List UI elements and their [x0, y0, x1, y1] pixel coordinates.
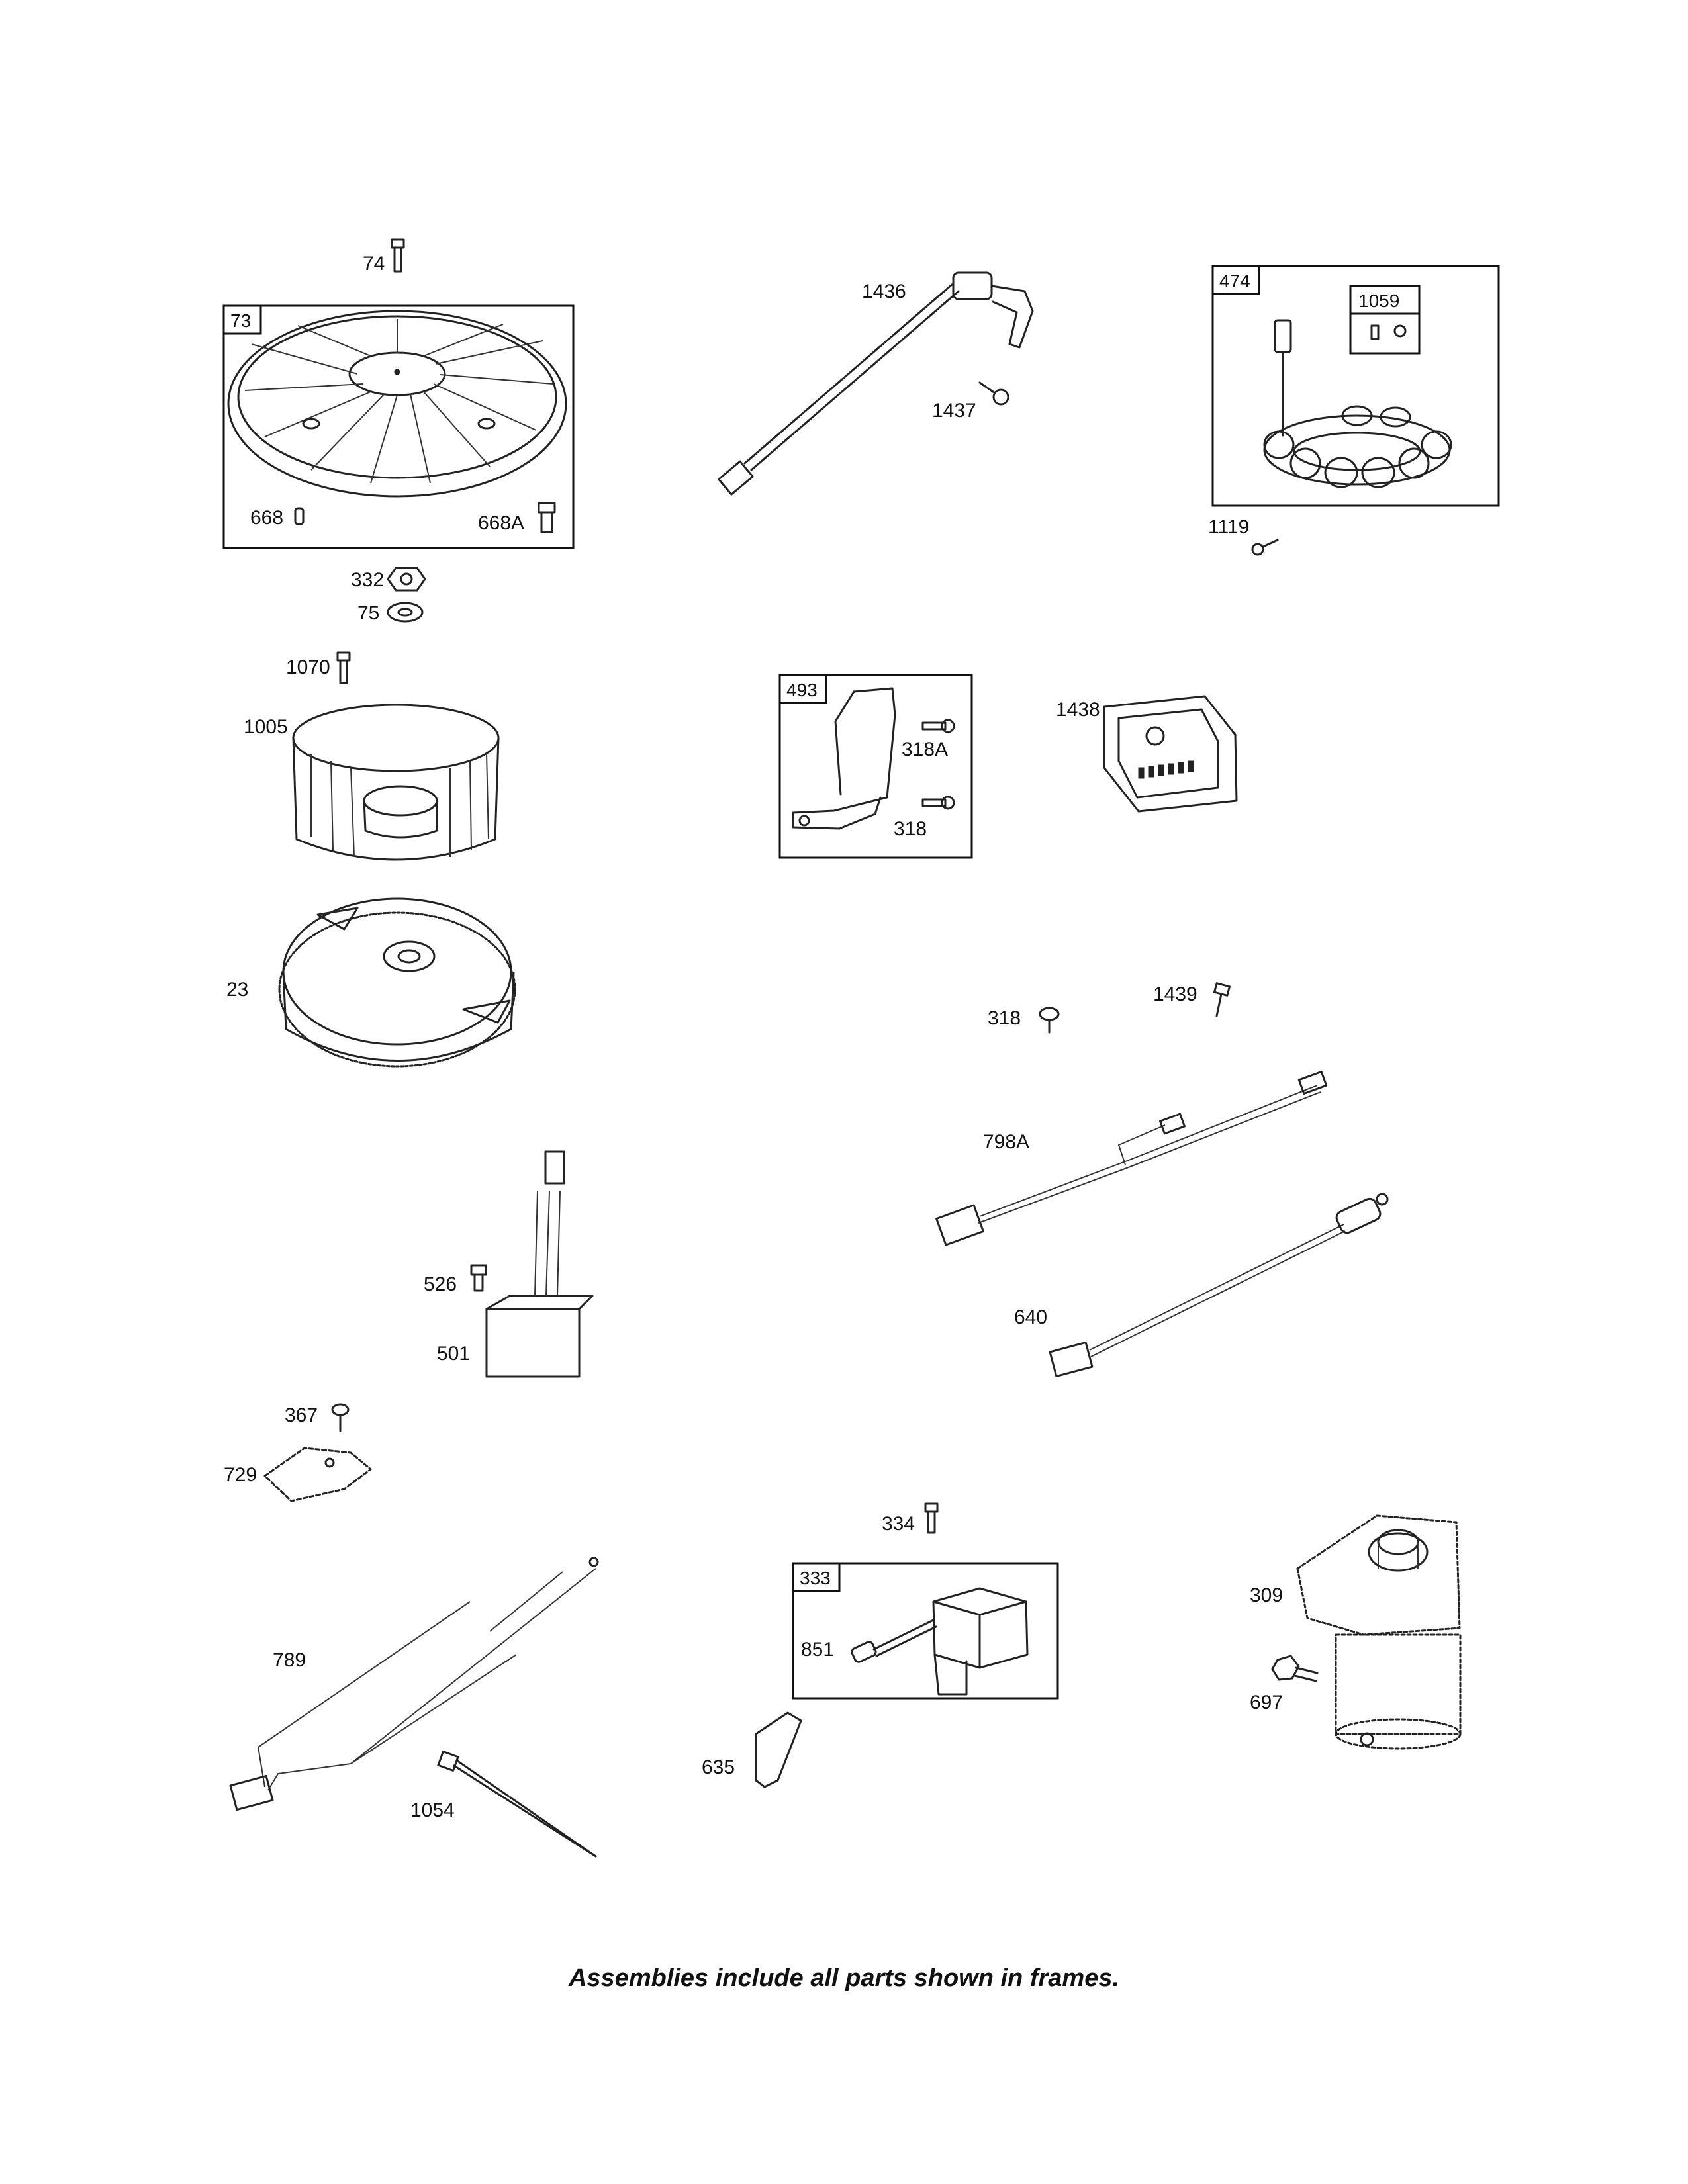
bolt-1439 [1213, 982, 1231, 1017]
frame-474 [1211, 265, 1500, 507]
label-493: 493 [786, 680, 818, 700]
bolt-1070 [336, 651, 351, 684]
flywheel-23 [278, 897, 516, 1068]
label-851: 851 [801, 1639, 834, 1661]
label-474: 474 [1219, 271, 1250, 291]
bolt-697 [1271, 1655, 1319, 1682]
assemblies-footnote: Assemblies include all parts shown in fr… [568, 1964, 1120, 1992]
screw-1119 [1251, 539, 1279, 556]
label-1005: 1005 [244, 716, 288, 738]
screw-668a [538, 502, 556, 533]
label-697: 697 [1250, 1692, 1283, 1713]
sensor-1436 [718, 271, 1034, 496]
screw-367 [331, 1403, 350, 1432]
washer-75 [387, 602, 424, 623]
terminal-851 [851, 1641, 877, 1663]
label-74: 74 [363, 253, 385, 275]
regulator-1438 [1103, 695, 1238, 813]
label-798a: 798A [983, 1131, 1029, 1153]
fan-1005 [292, 704, 500, 861]
screw-318b [921, 796, 955, 810]
label-23: 23 [226, 979, 248, 1001]
label-318b: 318 [894, 818, 927, 840]
screw-1437 [978, 381, 1009, 406]
harness-798a [935, 1071, 1328, 1246]
label-1437: 1437 [932, 400, 976, 422]
label-668a: 668A [478, 512, 524, 534]
label-668: 668 [250, 507, 283, 529]
label-318: 318 [988, 1007, 1021, 1029]
frame-493 [778, 674, 973, 859]
label-334: 334 [882, 1513, 915, 1535]
blower-housing [227, 310, 567, 498]
bolt-74 [391, 238, 405, 273]
boot-635 [755, 1711, 802, 1788]
label-501: 501 [437, 1343, 470, 1365]
label-789: 789 [273, 1649, 306, 1671]
label-75: 75 [357, 602, 379, 624]
frame-1059-tag [1349, 285, 1421, 315]
frame-333-tag [792, 1562, 841, 1592]
screw-318a [921, 719, 955, 733]
frame-474-tag [1211, 265, 1260, 295]
label-1059: 1059 [1358, 291, 1399, 311]
label-729: 729 [224, 1464, 257, 1486]
label-1436: 1436 [862, 281, 906, 302]
bracket-493 [792, 687, 896, 830]
label-1054: 1054 [410, 1799, 455, 1821]
rectifier-501 [485, 1150, 594, 1378]
label-309: 309 [1250, 1584, 1283, 1606]
screw-318 [1039, 1007, 1060, 1034]
gasket-729 [263, 1447, 372, 1502]
label-1070: 1070 [286, 657, 330, 678]
label-640: 640 [1014, 1306, 1047, 1328]
bolt-526 [470, 1264, 487, 1292]
frame-493-tag [778, 674, 827, 704]
label-333: 333 [800, 1568, 831, 1588]
hardware-1059 [1370, 324, 1407, 340]
frame-73 [222, 304, 575, 549]
tie-1054 [437, 1751, 597, 1858]
bolt-334 [924, 1502, 939, 1534]
label-367: 367 [285, 1404, 318, 1426]
frame-333 [792, 1562, 1059, 1700]
label-1119: 1119 [1208, 516, 1249, 538]
label-73: 73 [230, 310, 251, 331]
lead-640 [1049, 1193, 1389, 1378]
nut-332 [387, 567, 426, 592]
coil-333 [872, 1587, 1029, 1696]
pin-668 [294, 507, 305, 525]
label-1438: 1438 [1056, 699, 1100, 721]
stator-474 [1263, 319, 1452, 488]
frame-73-tag [222, 304, 262, 335]
label-1439: 1439 [1153, 983, 1197, 1005]
harness-789 [229, 1557, 599, 1811]
label-635: 635 [702, 1756, 735, 1778]
starter-309 [1296, 1514, 1462, 1750]
label-332: 332 [351, 569, 384, 591]
label-318a: 318A [902, 739, 948, 760]
label-526: 526 [424, 1273, 457, 1295]
